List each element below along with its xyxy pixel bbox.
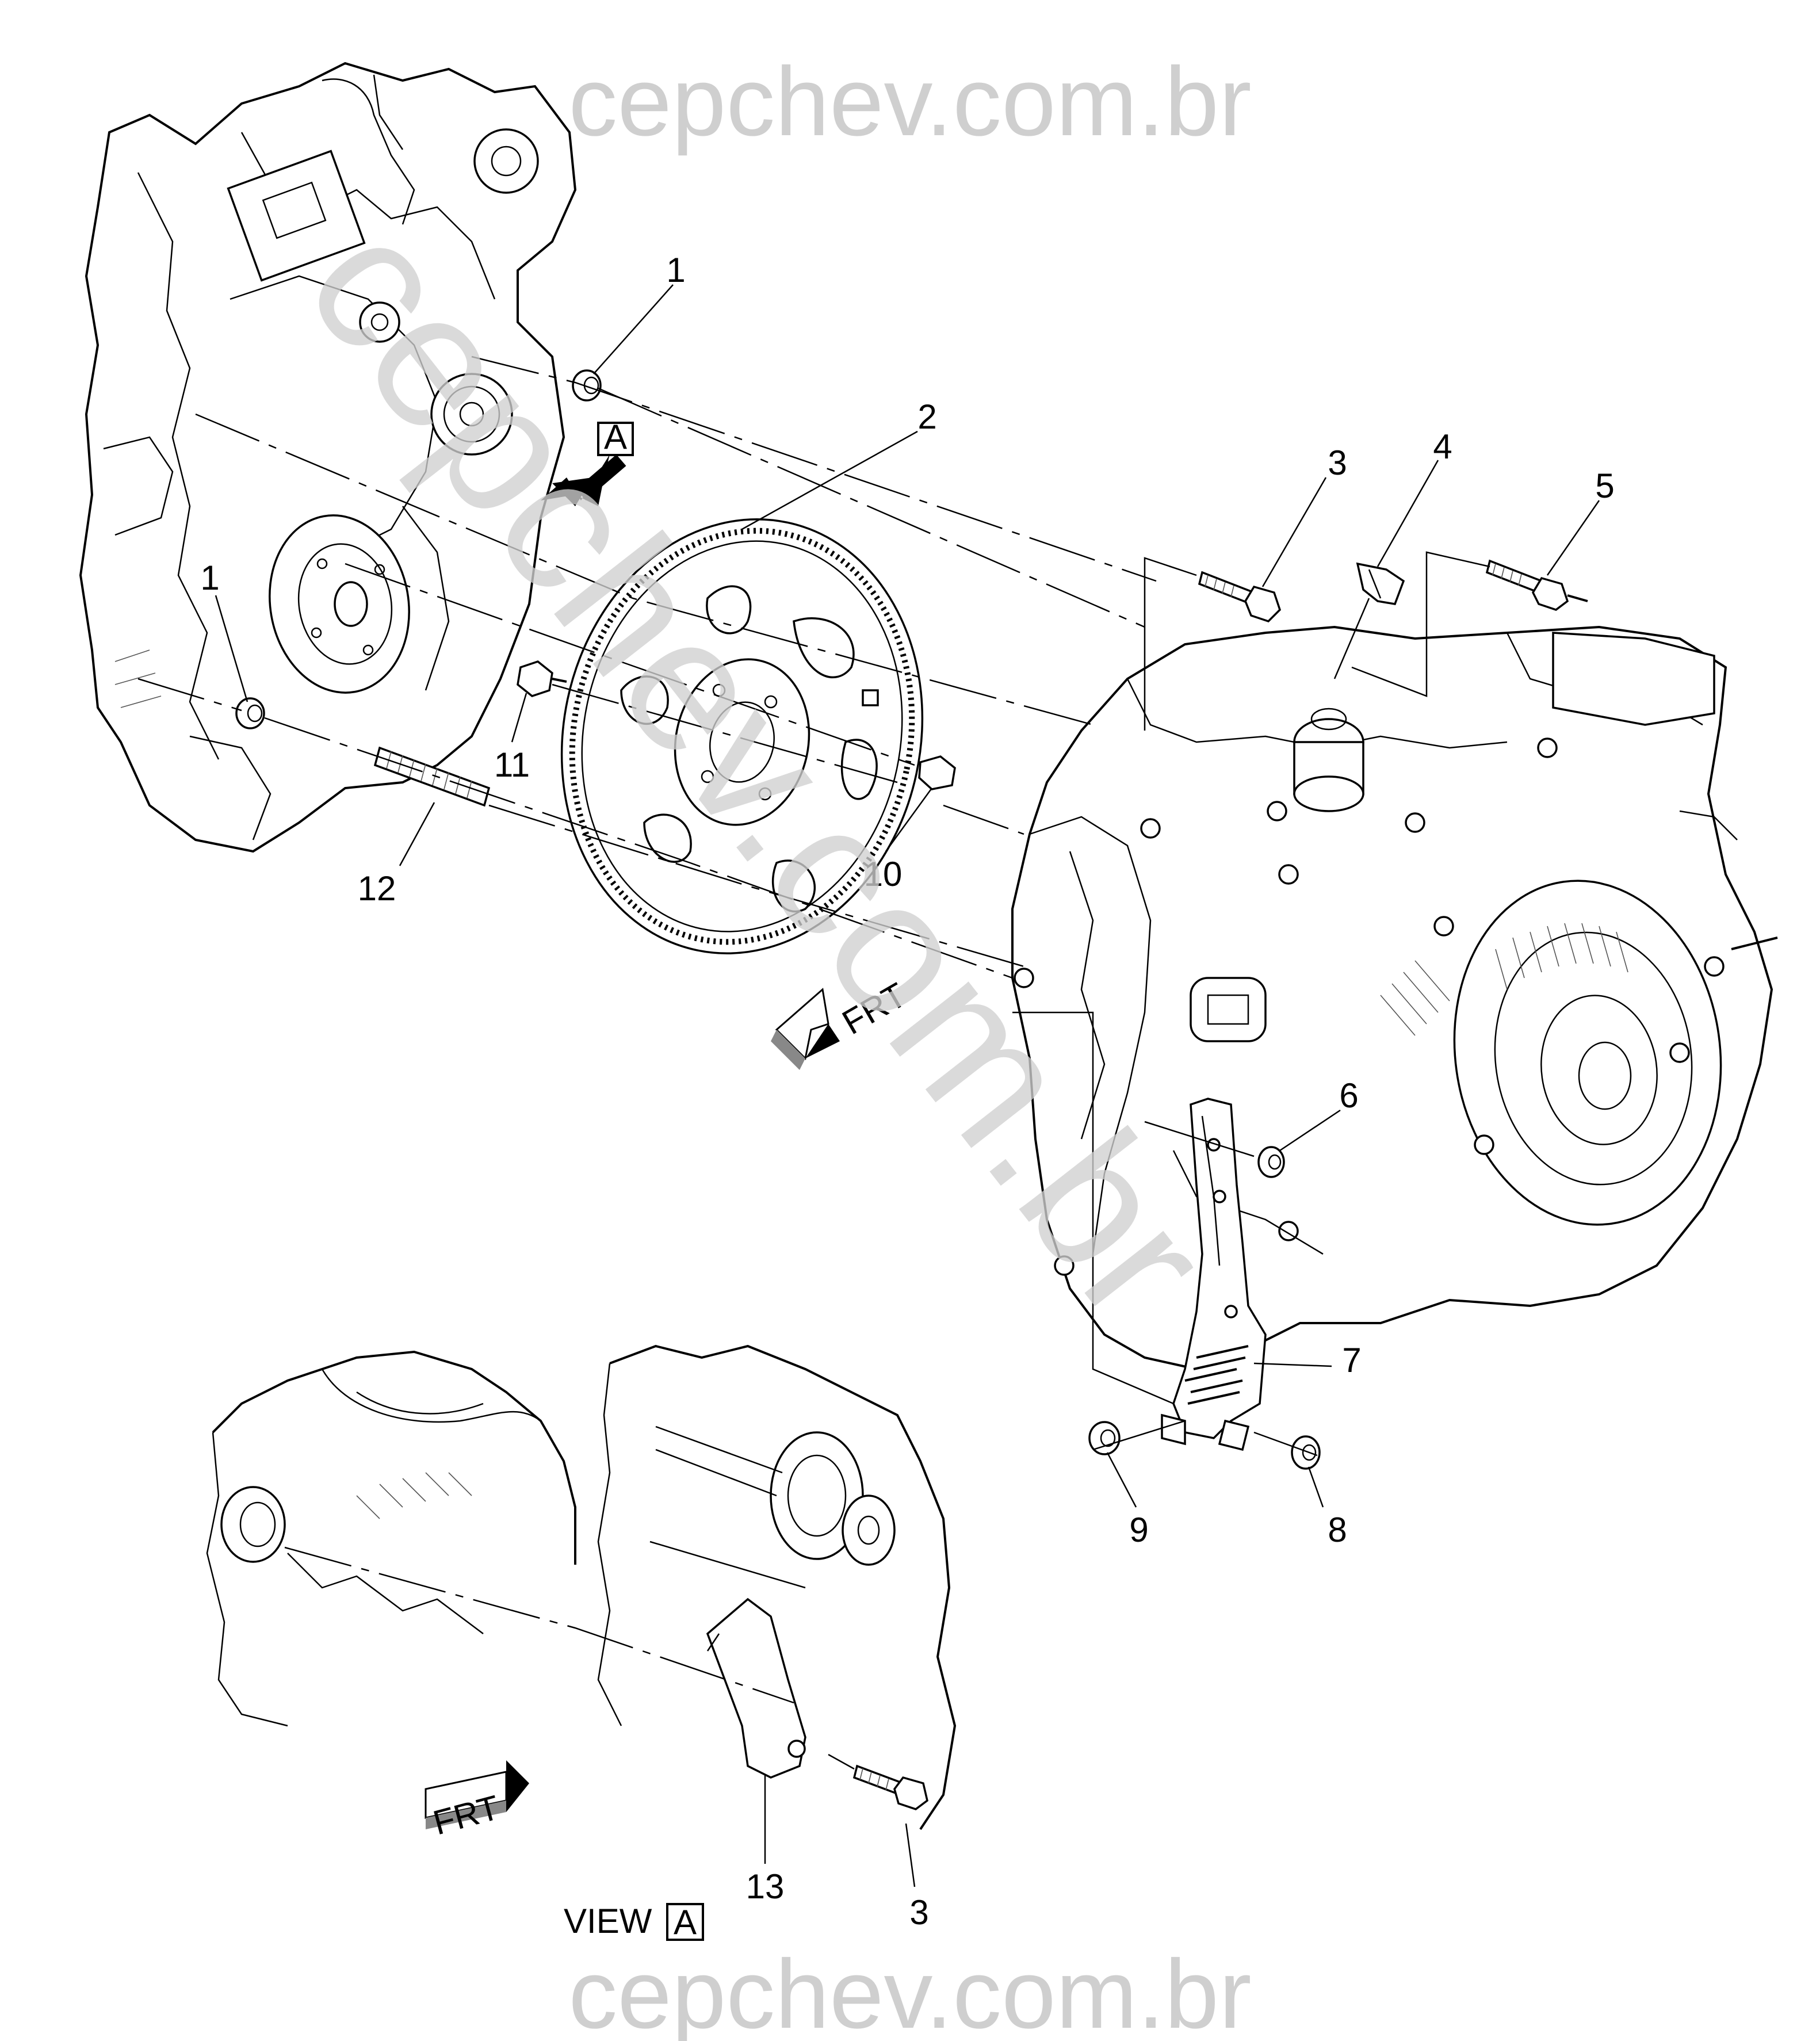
callout-1-lower: 1 [200, 559, 219, 597]
watermark-top: cepchev.com.br [568, 47, 1251, 156]
callout-10: 10 [864, 855, 903, 893]
part-10-bolt [918, 755, 956, 790]
frt-arrow-inset-icon [425, 1760, 529, 1829]
callout-11: 11 [494, 746, 530, 784]
assembly-centerlines [137, 356, 1490, 1457]
part-1-lower-dowel [235, 697, 265, 729]
watermark-bottom: cepchev.com.br [568, 1940, 1251, 2041]
view-letter-box [666, 1903, 704, 1941]
part-12-stud [373, 746, 491, 807]
view-a-arrow-icon [541, 422, 634, 506]
part-6-nut [1257, 1146, 1285, 1178]
callout-3-inset: 3 [909, 1893, 928, 1932]
callout-3: 3 [1328, 444, 1347, 482]
leader-lines [215, 284, 1600, 1887]
part-11-bolt [517, 660, 567, 697]
engine-block [79, 62, 577, 853]
part-4-clip [1356, 562, 1405, 605]
part-3-bolt [1198, 571, 1282, 623]
part-9-nut [1088, 1421, 1121, 1455]
bracket [1161, 1098, 1267, 1451]
frt-arrow-main-icon [771, 988, 840, 1070]
view-a-arrow-label: A [604, 418, 627, 456]
inset-view-a [206, 1344, 957, 1830]
part-8-nut [1291, 1435, 1321, 1470]
callout-1-upper: 1 [666, 251, 685, 289]
view-letter: A [674, 1903, 697, 1941]
callout-5: 5 [1595, 467, 1614, 505]
callout-2: 2 [917, 398, 936, 436]
callout-13: 13 [746, 1867, 785, 1906]
flexplate [560, 518, 924, 954]
callout-7: 7 [1342, 1341, 1361, 1379]
callout-6: 6 [1339, 1076, 1358, 1115]
part-5-bolt [1485, 559, 1588, 611]
transmission-housing [1011, 625, 1778, 1371]
callout-8: 8 [1328, 1511, 1347, 1549]
callout-4: 4 [1433, 427, 1452, 466]
callout-12: 12 [358, 869, 396, 908]
callout-9: 9 [1129, 1511, 1148, 1549]
view-label: VIEW [564, 1902, 652, 1940]
